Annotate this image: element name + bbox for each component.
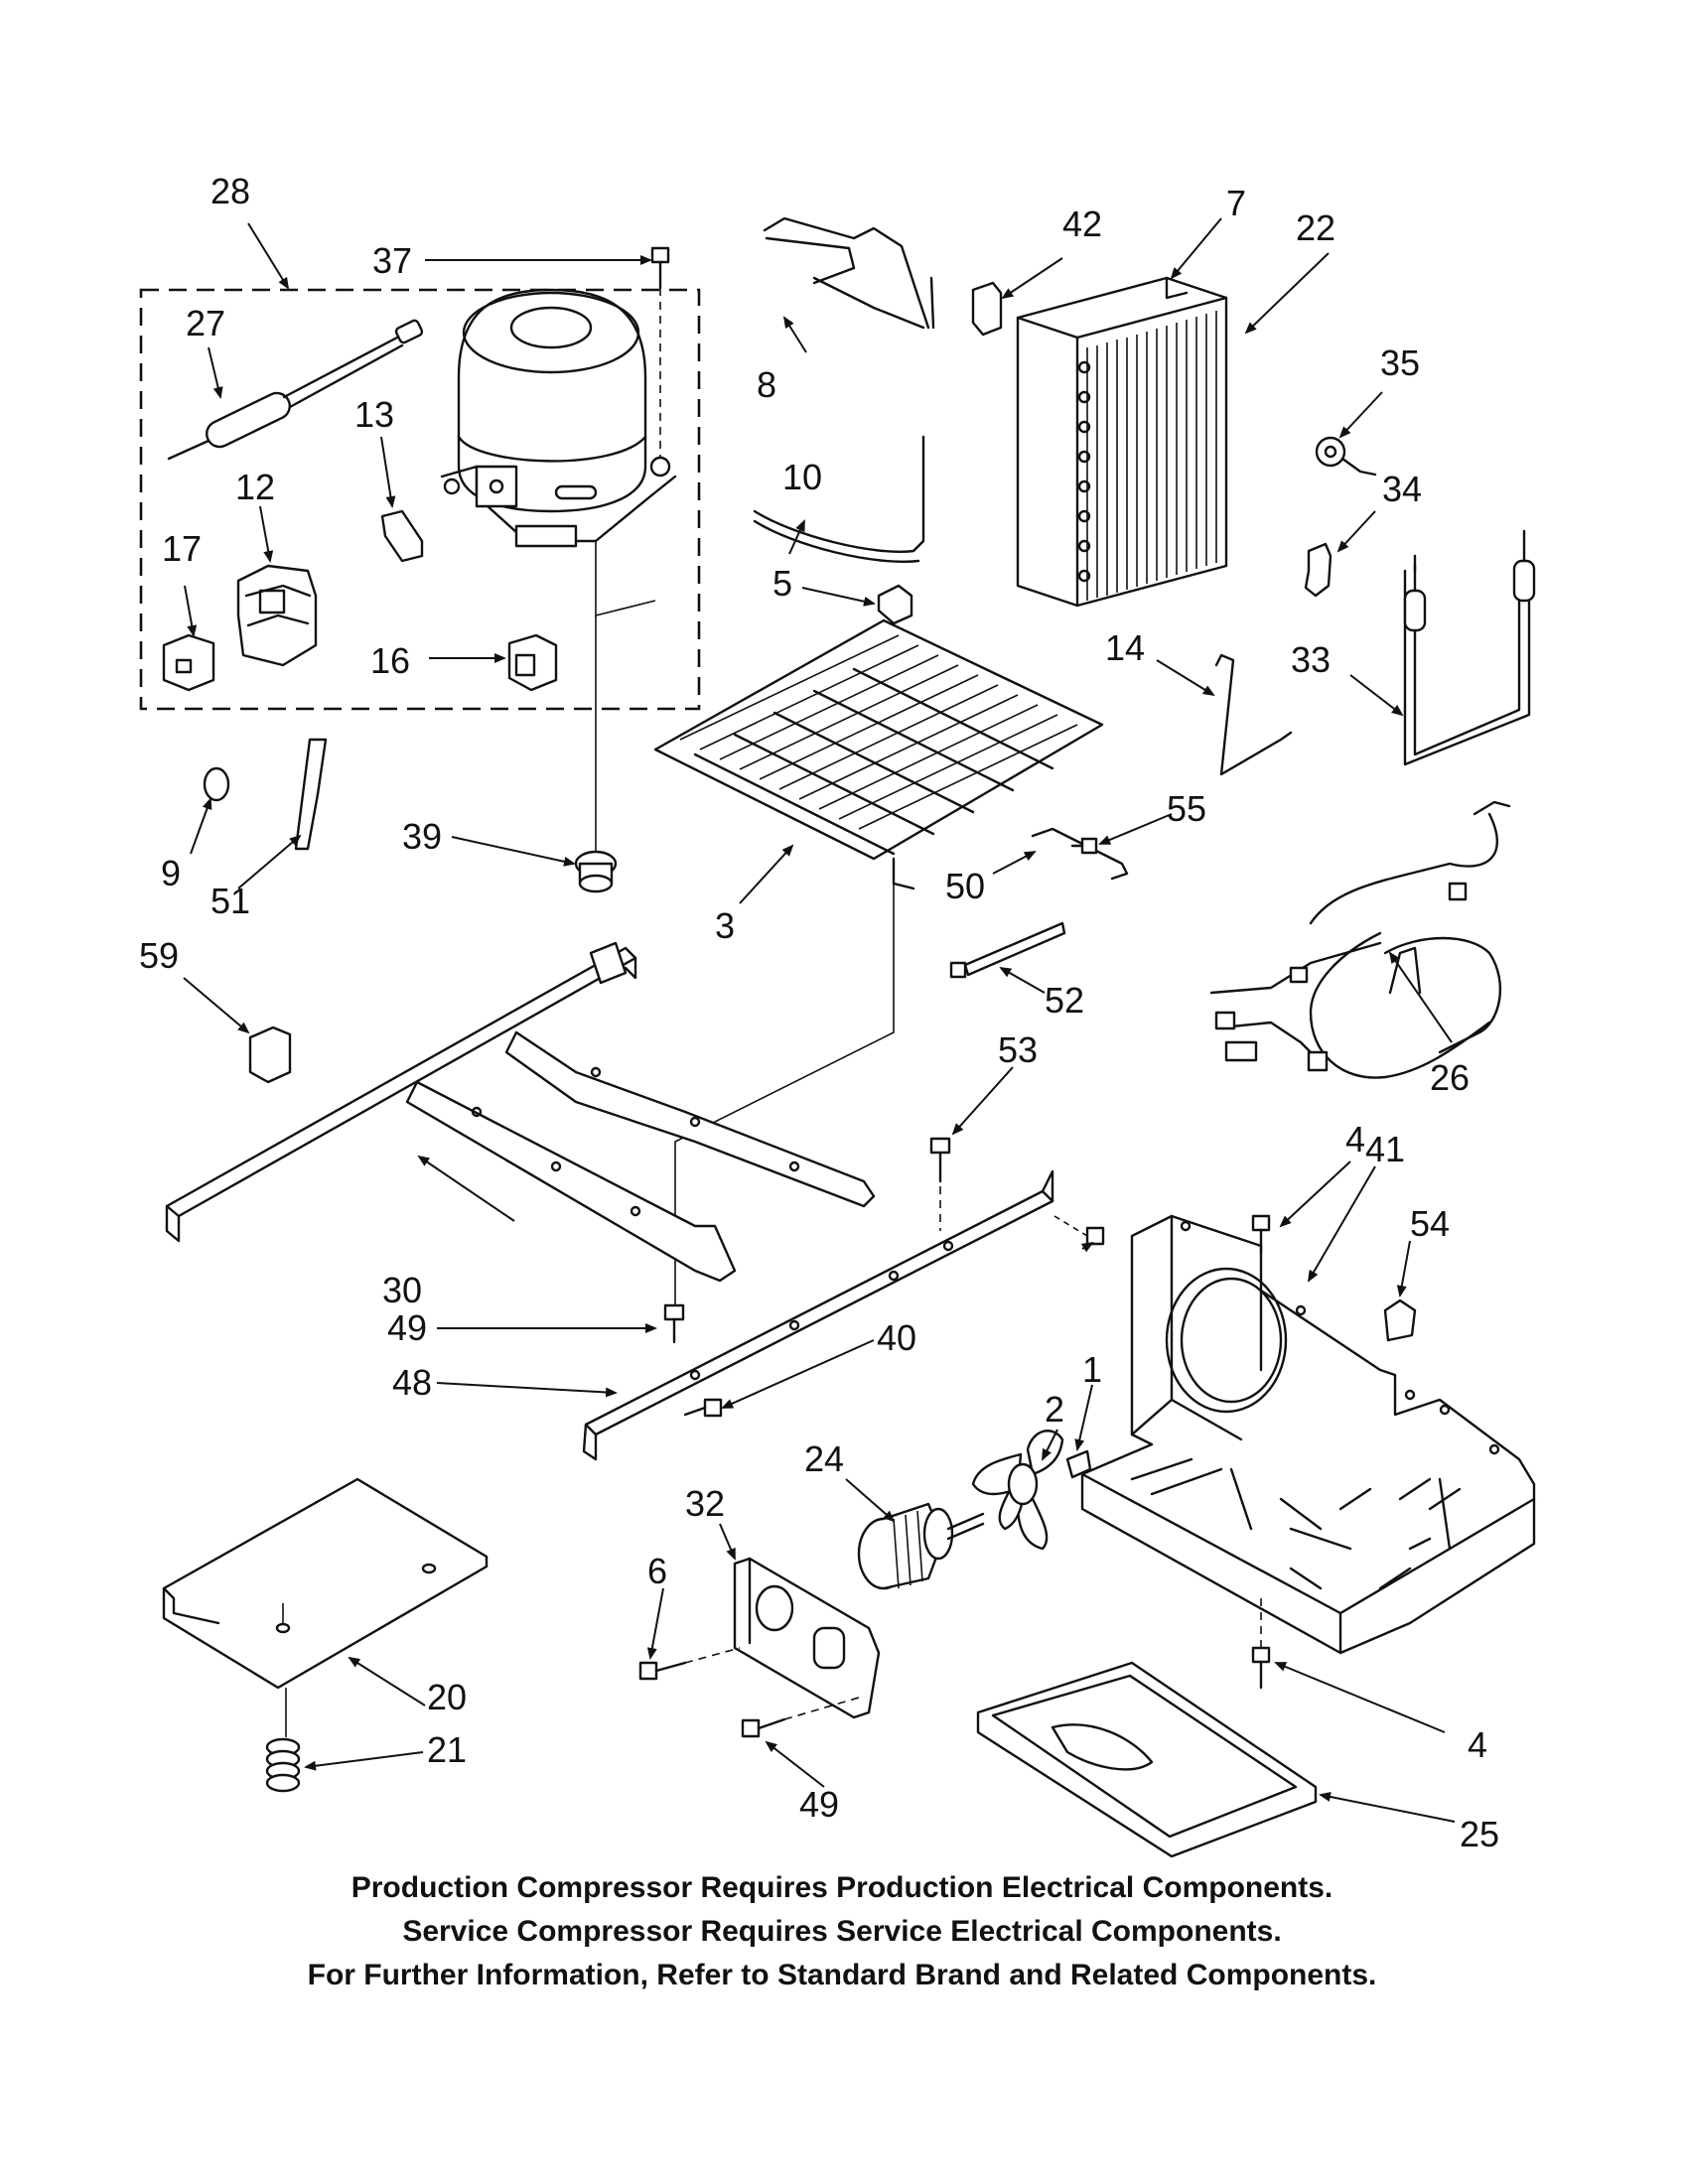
grommet-9-part bbox=[203, 766, 230, 802]
callout-label: 42 bbox=[1062, 204, 1102, 244]
bracket-5-part bbox=[877, 584, 913, 625]
callout-label: 6 bbox=[647, 1551, 667, 1591]
callout-label: 53 bbox=[998, 1029, 1038, 1070]
clip-42-part bbox=[971, 281, 1003, 337]
callout-label: 35 bbox=[1380, 342, 1420, 383]
tube-51-part bbox=[294, 738, 328, 851]
callout-label: 59 bbox=[139, 935, 179, 976]
screw-53-part bbox=[929, 1137, 951, 1231]
callout-label: 25 bbox=[1460, 1814, 1499, 1854]
callout-label: 50 bbox=[945, 866, 985, 906]
callout-label: 1 bbox=[1082, 1349, 1102, 1390]
callout-label: 20 bbox=[427, 1677, 467, 1717]
callout-label: 32 bbox=[685, 1483, 725, 1524]
fan-blade-2-part bbox=[971, 1430, 1064, 1551]
callout-label: 7 bbox=[1226, 183, 1246, 223]
callout-label: 14 bbox=[1105, 627, 1145, 668]
thermostat-35-part bbox=[1315, 436, 1377, 477]
condenser-22-part bbox=[1016, 276, 1228, 608]
bracket-1-part bbox=[1065, 1449, 1092, 1479]
screw-4-upper-part bbox=[1251, 1214, 1271, 1255]
rail-48-part bbox=[582, 1169, 1054, 1461]
callout-label: 40 bbox=[877, 1317, 916, 1358]
callout-label: 37 bbox=[372, 240, 412, 281]
callout-label: 4 bbox=[1468, 1724, 1487, 1765]
screw-6-part bbox=[638, 1647, 741, 1681]
callout-label: 51 bbox=[210, 881, 250, 921]
bracket-32-part bbox=[733, 1557, 881, 1719]
callout-label: 41 bbox=[1365, 1129, 1405, 1169]
compartment-41-part bbox=[1080, 1214, 1536, 1655]
clip-59-part bbox=[248, 1025, 292, 1084]
cover-17-part bbox=[162, 633, 215, 692]
spring-21-part bbox=[265, 1688, 301, 1793]
callout-label: 30 bbox=[382, 1270, 422, 1310]
callout-label: 5 bbox=[772, 563, 792, 604]
drain-pan-25-part bbox=[976, 1661, 1318, 1858]
callout-label: 21 bbox=[427, 1729, 467, 1770]
tube-33-part bbox=[1403, 529, 1536, 766]
callout-label: 33 bbox=[1291, 639, 1331, 680]
callout-label: 34 bbox=[1382, 469, 1422, 509]
callout-label: 27 bbox=[186, 303, 225, 343]
relay-16-part bbox=[507, 633, 558, 692]
callout-label: 24 bbox=[804, 1438, 844, 1479]
compressor-group-box bbox=[139, 288, 701, 711]
callout-label: 22 bbox=[1296, 207, 1335, 248]
screw-55-part bbox=[1070, 837, 1098, 855]
footnotes: Production Compressor Requires Productio… bbox=[0, 1866, 1684, 1997]
callout-label: 52 bbox=[1045, 980, 1084, 1021]
screw-40-part bbox=[683, 1215, 1105, 1418]
callout-label: 26 bbox=[1430, 1057, 1470, 1098]
callout-label: 2 bbox=[1045, 1389, 1064, 1430]
callout-label: 4 bbox=[1345, 1119, 1365, 1160]
clip-34-part bbox=[1304, 542, 1333, 598]
callout-label: 54 bbox=[1410, 1203, 1450, 1244]
drier-filter-part bbox=[167, 319, 424, 461]
base-rails-30-part bbox=[165, 941, 876, 1283]
callout-label: 49 bbox=[799, 1784, 839, 1825]
callout-label: 9 bbox=[161, 853, 181, 893]
callout-label: 48 bbox=[392, 1362, 432, 1403]
tie-52-part bbox=[949, 921, 1066, 979]
clip-50-part bbox=[1031, 827, 1129, 881]
tube-10-part bbox=[753, 435, 925, 563]
plate-20-part bbox=[162, 1477, 489, 1690]
relay-12-part bbox=[236, 564, 318, 667]
callout-label: 8 bbox=[757, 364, 776, 405]
callout-label: 13 bbox=[354, 394, 394, 435]
callout-label: 17 bbox=[162, 528, 202, 569]
callout-label: 12 bbox=[235, 467, 275, 507]
callout-label: 49 bbox=[387, 1307, 427, 1348]
screw-49-lower-part bbox=[741, 1697, 860, 1738]
callout-label: 39 bbox=[402, 816, 442, 857]
callout-label: 28 bbox=[210, 171, 250, 211]
callout-label: 55 bbox=[1167, 788, 1206, 829]
harness-26-part bbox=[1209, 800, 1511, 1079]
tube-8-part bbox=[763, 216, 935, 330]
clip-13-part bbox=[380, 509, 424, 563]
connector-54-part bbox=[1383, 1298, 1417, 1342]
tube-14-part bbox=[1214, 653, 1293, 776]
fan-motor-24-part bbox=[857, 1502, 985, 1590]
callout-labels: 1 2 3 4 4 5 6 7 8 9 10 12 13 14 16 17 20… bbox=[139, 171, 1499, 1854]
screw-37-part bbox=[650, 246, 670, 457]
footnote-line: Production Compressor Requires Productio… bbox=[351, 1871, 1333, 1904]
leader-lines bbox=[183, 217, 1456, 1823]
callout-label: 3 bbox=[715, 905, 735, 946]
screw-49-part bbox=[663, 1303, 685, 1344]
footnote-line: Service Compressor Requires Service Elec… bbox=[402, 1915, 1282, 1948]
callout-label: 10 bbox=[782, 457, 822, 497]
evaporator-3-part bbox=[653, 618, 1104, 890]
compressor-part bbox=[440, 288, 677, 548]
footnote-line: For Further Information, Refer to Standa… bbox=[307, 1959, 1377, 1991]
screw-4-lower-part bbox=[1251, 1598, 1271, 1690]
callout-label: 16 bbox=[370, 640, 410, 681]
grommet-39-part bbox=[574, 850, 618, 893]
